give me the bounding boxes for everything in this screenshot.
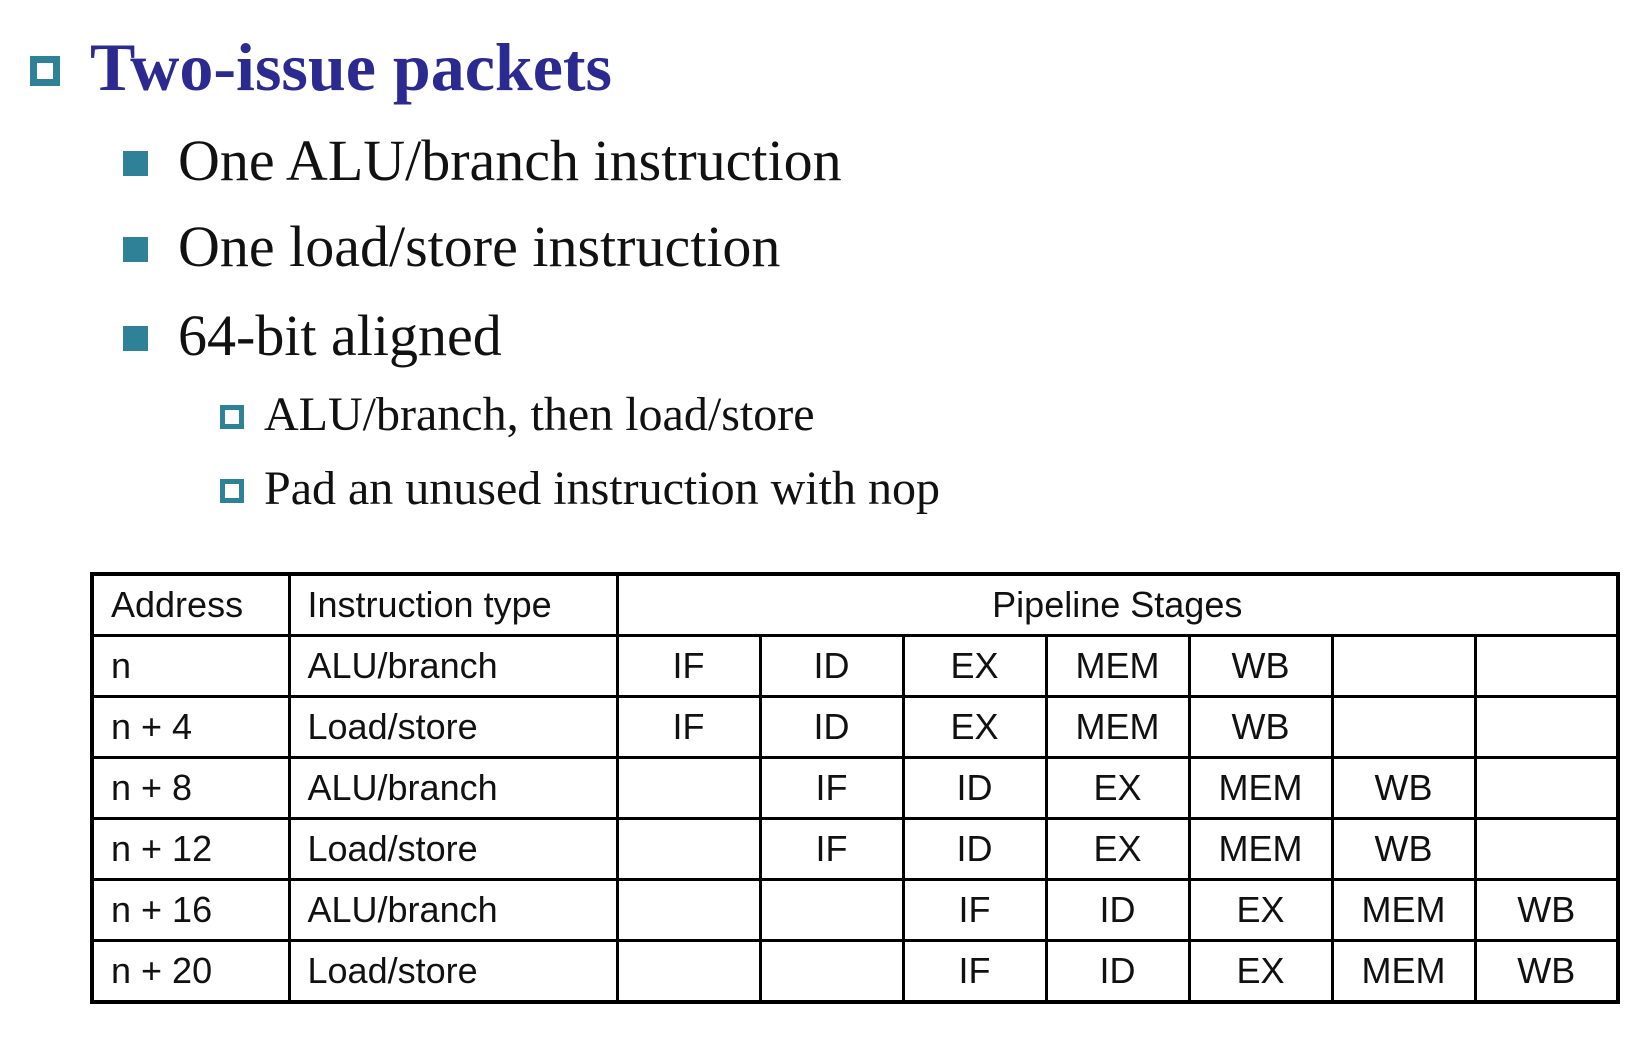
stage-cell: MEM xyxy=(1044,634,1191,698)
address-cell: n + 16 xyxy=(90,878,291,942)
stage-cell xyxy=(615,756,762,820)
stage-cell: IF xyxy=(615,634,762,698)
stage-cell: EX xyxy=(901,634,1048,698)
sub-bullet-item: Pad an unused instruction with nop xyxy=(220,458,940,518)
bullet-text: 64-bit aligned xyxy=(178,302,502,368)
table-body: n ALU/branch IF ID EX MEM WB n + 4 Load/… xyxy=(90,634,1620,1004)
stage-cell xyxy=(615,817,762,881)
stage-cell: IF xyxy=(901,939,1048,1004)
bullet-text: One ALU/branch instruction xyxy=(178,127,842,193)
instruction-type-cell: Load/store xyxy=(287,817,619,881)
stage-cell: MEM xyxy=(1330,939,1477,1004)
pipeline-table: Address Instruction type Pipeline Stages… xyxy=(90,572,1621,1004)
stage-cell xyxy=(1330,634,1477,698)
stage-cell: EX xyxy=(1187,939,1334,1004)
stage-cell: ID xyxy=(1044,878,1191,942)
hollow-square-bullet-icon xyxy=(220,479,244,503)
stage-cell: ID xyxy=(1044,939,1191,1004)
table-row: n + 4 Load/store IF ID EX MEM WB xyxy=(90,695,1620,759)
filled-square-bullet-icon xyxy=(123,236,148,262)
stage-cell: EX xyxy=(1044,756,1191,820)
stage-cell: MEM xyxy=(1044,695,1191,759)
filled-square-bullet-icon xyxy=(123,150,148,176)
instruction-type-cell: ALU/branch xyxy=(287,634,619,698)
stage-cell xyxy=(1330,695,1477,759)
stage-cell: WB xyxy=(1330,817,1477,881)
stage-cell: WB xyxy=(1473,878,1620,942)
stage-cell xyxy=(758,939,905,1004)
slide-title: Two-issue packets xyxy=(90,28,612,105)
table-row: n + 16 ALU/branch IF ID EX MEM WB xyxy=(90,878,1620,942)
stage-cell: WB xyxy=(1330,756,1477,820)
stage-cell: ID xyxy=(758,634,905,698)
slide-title-row: Two-issue packets xyxy=(30,22,612,112)
stage-cell xyxy=(1473,817,1620,881)
hollow-square-bullet-icon xyxy=(220,405,244,429)
stage-cell: EX xyxy=(1044,817,1191,881)
sub-bullet-text: Pad an unused instruction with nop xyxy=(264,461,940,515)
address-cell: n + 4 xyxy=(90,695,291,759)
stage-cell: ID xyxy=(758,695,905,759)
address-cell: n xyxy=(90,634,291,698)
stage-cell xyxy=(615,878,762,942)
table-row: n ALU/branch IF ID EX MEM WB xyxy=(90,634,1620,698)
table-row: n + 12 Load/store IF ID EX MEM WB xyxy=(90,817,1620,881)
instruction-type-cell: Load/store xyxy=(287,695,619,759)
address-cell: n + 8 xyxy=(90,756,291,820)
instruction-type-cell: ALU/branch xyxy=(287,756,619,820)
table-row: n + 8 ALU/branch IF ID EX MEM WB xyxy=(90,756,1620,820)
table-header-row: Address Instruction type Pipeline Stages xyxy=(90,572,1620,637)
bullet-item: One load/store instruction xyxy=(123,211,780,281)
sub-bullet-text: ALU/branch, then load/store xyxy=(264,387,815,441)
stage-cell xyxy=(1473,756,1620,820)
stage-cell: ID xyxy=(901,817,1048,881)
stage-cell: WB xyxy=(1187,634,1334,698)
stage-cell: EX xyxy=(1187,878,1334,942)
table-row: n + 20 Load/store IF ID EX MEM WB xyxy=(90,939,1620,1004)
stage-cell: EX xyxy=(901,695,1048,759)
filled-square-bullet-icon xyxy=(123,325,148,351)
stage-cell: MEM xyxy=(1330,878,1477,942)
stage-cell: ID xyxy=(901,756,1048,820)
stage-cell: IF xyxy=(901,878,1048,942)
stage-cell xyxy=(1473,695,1620,759)
stage-cell: IF xyxy=(758,817,905,881)
stage-cell: IF xyxy=(615,695,762,759)
hollow-square-bullet-icon xyxy=(30,56,60,86)
instruction-type-cell: Load/store xyxy=(287,939,619,1004)
stage-cell: WB xyxy=(1473,939,1620,1004)
stage-cell: WB xyxy=(1187,695,1334,759)
sub-bullet-item: ALU/branch, then load/store xyxy=(220,384,815,444)
bullet-item: 64-bit aligned xyxy=(123,300,502,370)
stage-cell: MEM xyxy=(1187,756,1334,820)
stage-cell: MEM xyxy=(1187,817,1334,881)
address-cell: n + 20 xyxy=(90,939,291,1004)
header-address: Address xyxy=(90,572,291,637)
address-cell: n + 12 xyxy=(90,817,291,881)
stage-cell xyxy=(1473,634,1620,698)
instruction-type-cell: ALU/branch xyxy=(287,878,619,942)
stage-cell xyxy=(758,878,905,942)
header-pipeline-stages: Pipeline Stages xyxy=(615,572,1620,637)
header-instruction-type: Instruction type xyxy=(287,572,619,637)
stage-cell: IF xyxy=(758,756,905,820)
bullet-item: One ALU/branch instruction xyxy=(123,125,842,195)
bullet-text: One load/store instruction xyxy=(178,213,781,279)
stage-cell xyxy=(615,939,762,1004)
